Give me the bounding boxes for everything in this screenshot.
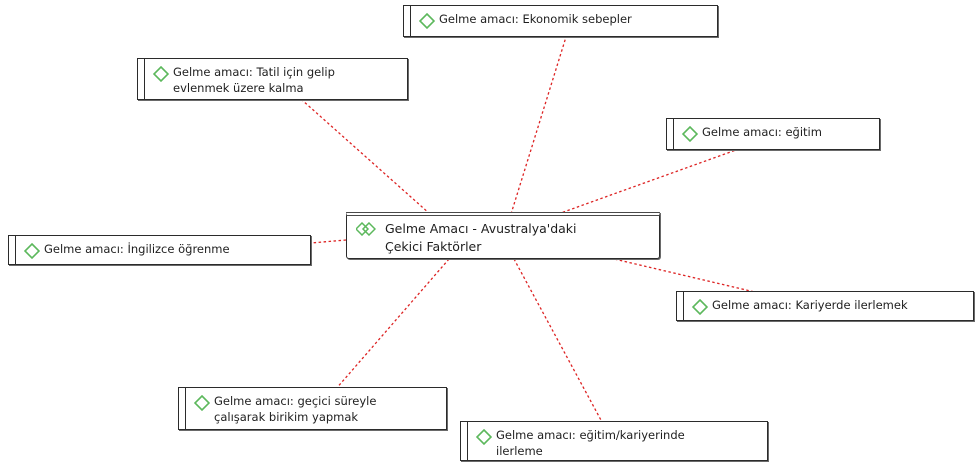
node-center-cekici-faktorler[interactable]: Gelme Amacı - Avustralya'daki Çekici Fak… — [346, 212, 660, 259]
diamond-icon — [418, 12, 436, 30]
node-label: Gelme amacı: İngilizce öğrenme — [44, 242, 230, 256]
node-label: Gelme amacı: Kariyerde ilerlemek — [712, 298, 908, 312]
node-label: Gelme amacı: Tatil için gelip evlenmek ü… — [173, 65, 335, 95]
diamond-icon — [193, 394, 211, 412]
node-label: Gelme amacı: eğitim/kariyerinde ilerleme — [496, 428, 685, 458]
center-node-label: Gelme Amacı - Avustralya'daki Çekici Fak… — [385, 221, 577, 254]
node-tatil-evlenme[interactable]: Gelme amacı: Tatil için gelip evlenmek ü… — [137, 58, 408, 100]
diamond-icon — [152, 65, 170, 83]
connector-tatil — [301, 99, 431, 215]
node-ekonomik-sebepler[interactable]: Gelme amacı: Ekonomik sebepler — [403, 5, 718, 37]
node-label: Gelme amacı: Ekonomik sebepler — [439, 12, 632, 26]
connector-ingilizce — [310, 239, 347, 244]
node-label: Gelme amacı: eğitim — [702, 125, 822, 139]
node-egitim[interactable]: Gelme amacı: eğitim — [666, 118, 880, 150]
double-diamond-icon — [354, 221, 377, 237]
connector-birikim — [334, 258, 450, 391]
node-ingilizce[interactable]: Gelme amacı: İngilizce öğrenme — [8, 235, 311, 265]
connector-egitim-kariyer — [513, 258, 603, 423]
diamond-icon — [691, 298, 709, 316]
node-birikim[interactable]: Gelme amacı: geçici süreyle çalışarak bi… — [178, 387, 447, 430]
node-egitim-kariyer[interactable]: Gelme amacı: eğitim/kariyerinde ilerleme — [460, 421, 768, 461]
node-kariyer[interactable]: Gelme amacı: Kariyerde ilerlemek — [676, 291, 974, 321]
node-label: Gelme amacı: geçici süreyle çalışarak bi… — [214, 394, 377, 424]
connector-kariyer — [609, 257, 760, 294]
diamond-icon — [23, 242, 41, 260]
diamond-icon — [475, 428, 493, 446]
connector-egitim — [557, 149, 737, 215]
connector-ekonomik — [510, 36, 567, 215]
diamond-icon — [681, 125, 699, 143]
